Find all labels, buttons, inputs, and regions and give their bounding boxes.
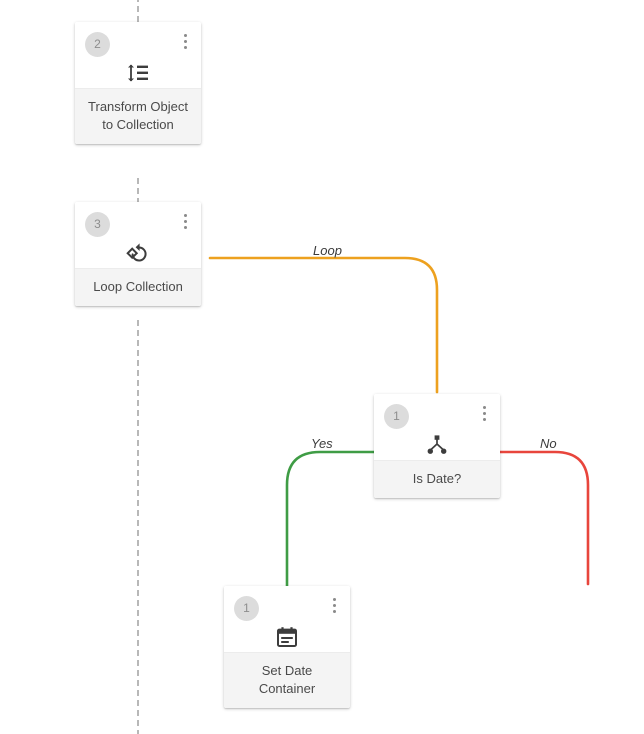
edge-label-loop: Loop [313,243,342,258]
node-body: 1 [374,394,500,460]
node-menu-button[interactable] [178,34,192,54]
dashed-connector-bottom [137,320,139,734]
node-menu-button[interactable] [477,406,491,426]
node-transform-object-to-collection[interactable]: 2 Transform Object to Collection [75,22,201,144]
node-is-date[interactable]: 1 Is Date? [374,394,500,498]
edge-loop-path [208,256,439,394]
node-set-date-container[interactable]: 1 Set Date Container [224,586,350,708]
node-label: Loop Collection [75,268,201,306]
node-body: 1 [224,586,350,652]
node-badge: 1 [384,404,409,429]
dashed-connector-top [137,0,139,22]
node-loop-collection[interactable]: 3 Loop Collection [75,202,201,306]
edge-label-yes: Yes [311,436,333,451]
calendar-icon [224,624,350,650]
loop-rotate-icon [75,240,201,266]
node-label: Transform Object to Collection [75,88,201,144]
node-body: 3 [75,202,201,268]
branch-decision-icon [374,432,500,458]
node-label: Set Date Container [224,652,350,708]
edge-no-path [498,450,590,586]
node-body: 2 [75,22,201,88]
node-menu-button[interactable] [327,598,341,618]
node-badge: 2 [85,32,110,57]
edge-label-no: No [540,436,557,451]
edge-yes-path [285,450,377,590]
sort-list-icon [75,60,201,86]
node-label: Is Date? [374,460,500,498]
node-badge: 1 [234,596,259,621]
node-menu-button[interactable] [178,214,192,234]
dashed-connector-middle [137,178,139,204]
node-badge: 3 [85,212,110,237]
